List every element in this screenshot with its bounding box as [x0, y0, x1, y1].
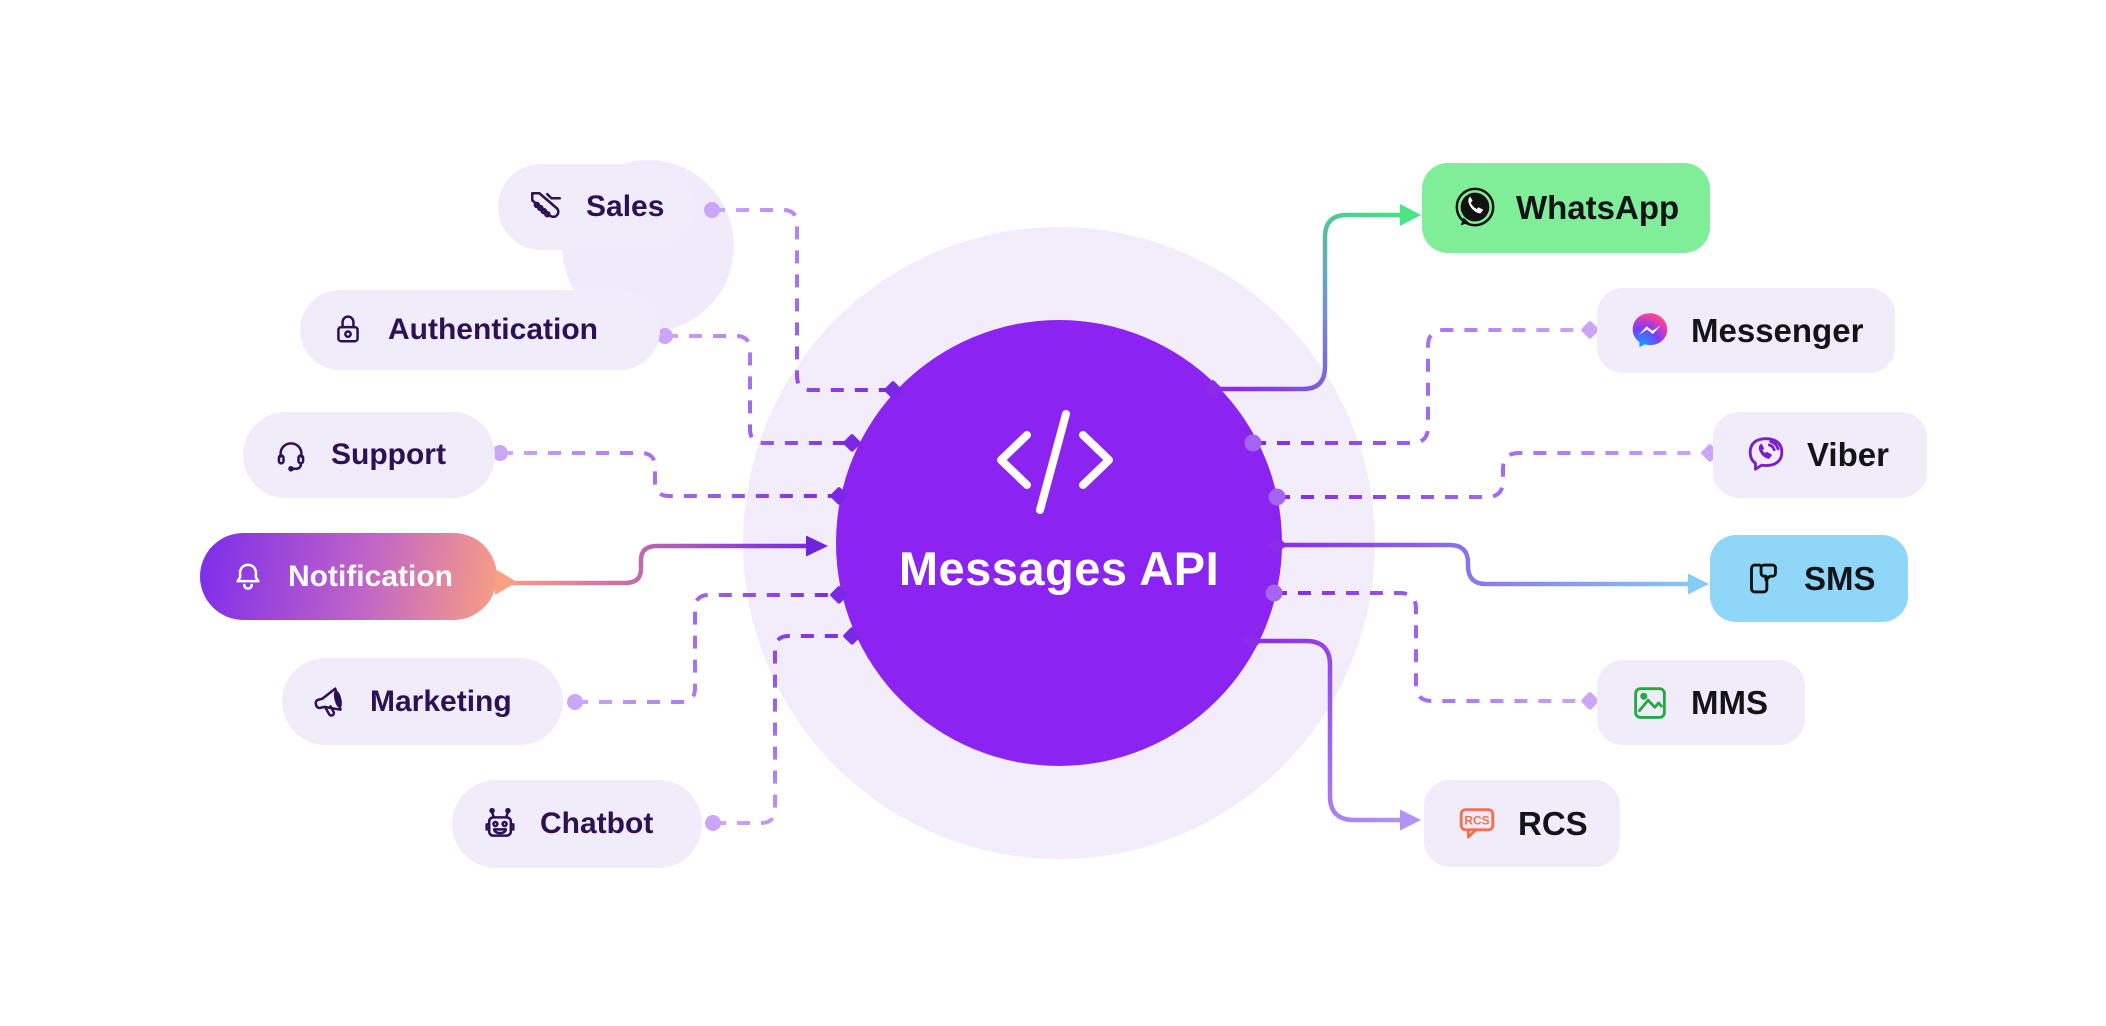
channel-rcs: RCS RCS	[1424, 780, 1620, 867]
channel-mms: MMS	[1597, 660, 1805, 745]
connector-rcs	[1252, 638, 1400, 823]
pill-end-dots	[492, 202, 721, 831]
use-case-chatbot: Chatbot	[452, 780, 702, 868]
viber-icon	[1748, 437, 1784, 471]
use-case-label: Authentication	[388, 313, 598, 346]
messenger-icon	[1632, 312, 1668, 347]
bell-icon	[236, 563, 260, 590]
connector-marketing	[575, 593, 833, 704]
robot-icon	[485, 807, 515, 837]
rcs-icon-text: RCS	[1464, 813, 1489, 827]
use-case-marketing: Marketing	[282, 658, 563, 745]
connector-sales	[712, 208, 887, 392]
hub-circle	[836, 320, 1282, 766]
channel-whatsapp: WhatsApp	[1422, 163, 1710, 253]
rcs-icon: RCS	[1459, 807, 1495, 838]
use-case-label: Chatbot	[540, 807, 654, 840]
use-case-label: Support	[331, 438, 446, 471]
hub-edge-diamonds-left	[830, 381, 902, 645]
use-case-label: Marketing	[370, 684, 512, 718]
connector-viber	[1277, 451, 1704, 499]
sms-icon	[1750, 563, 1777, 593]
connector-mms	[1274, 591, 1584, 703]
arrow-rcs	[1400, 809, 1421, 831]
arrow-whatsapp	[1400, 204, 1421, 226]
solid-connectors	[500, 212, 1688, 823]
hub-title: Messages API	[898, 542, 1220, 595]
code-icon	[997, 410, 1113, 514]
use-case-support: Support	[243, 412, 495, 498]
channel-label: Viber	[1807, 436, 1889, 473]
channel-label: MMS	[1691, 683, 1768, 721]
connector-chatbot	[713, 634, 846, 825]
connector-notification	[500, 543, 806, 586]
headset-icon	[277, 442, 305, 472]
channel-sms: SMS	[1710, 535, 1908, 622]
connector-sms	[1277, 542, 1688, 587]
hub-edge-dots	[1244, 434, 1286, 602]
use-case-sales: Sales	[498, 164, 694, 250]
arrow-notification	[806, 535, 828, 557]
use-case-authentication: Authentication	[300, 290, 660, 370]
use-case-notification: Notification	[200, 533, 517, 620]
pill-end-diamonds	[1581, 321, 1719, 710]
mms-icon	[1634, 686, 1666, 719]
whatsapp-icon	[1455, 187, 1495, 227]
hub-edge-diamonds-right	[1204, 380, 1286, 650]
megaphone-icon	[314, 686, 342, 717]
dashed-connectors	[500, 208, 1704, 825]
channel-label: WhatsApp	[1516, 189, 1680, 226]
channel-label: SMS	[1804, 559, 1876, 597]
connector-whatsapp	[1213, 212, 1400, 392]
connector-authentication	[665, 334, 846, 445]
connector-support	[500, 451, 833, 498]
handshake-icon	[531, 192, 561, 219]
connector-messenger	[1253, 328, 1584, 445]
arrow-sms	[1688, 573, 1709, 595]
channel-label: Messenger	[1691, 311, 1864, 349]
channel-viber: SMS Viber	[1713, 412, 1927, 498]
lock-icon	[337, 315, 359, 343]
channel-messenger: Messenger	[1597, 288, 1895, 373]
channel-label: RCS	[1518, 804, 1588, 842]
use-case-label: Sales	[586, 190, 665, 223]
use-case-label: Notification	[288, 559, 453, 593]
